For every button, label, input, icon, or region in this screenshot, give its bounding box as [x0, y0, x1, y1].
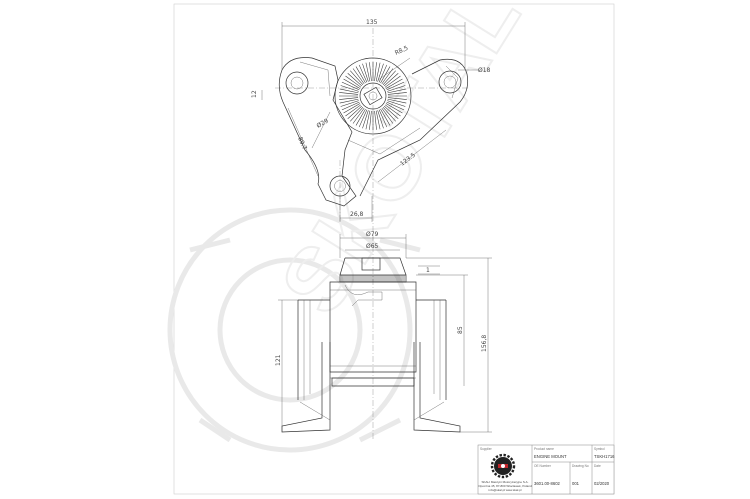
hub-rib	[378, 109, 388, 128]
company-line-1: SKALI Maszyni Motoryzacyjne S.A.	[481, 480, 528, 484]
right-mount-hole	[438, 70, 462, 94]
dim-small-step: 1	[426, 267, 430, 274]
hub-rib	[369, 62, 372, 82]
hub-rib	[340, 100, 359, 107]
hub-rib	[380, 108, 391, 126]
hub-rib	[374, 110, 377, 130]
company-logo-icon	[490, 453, 516, 479]
hub-outer	[334, 57, 412, 135]
date-value: 02/2020	[594, 481, 610, 486]
hub-rib	[340, 85, 359, 92]
symbol-label: Symbol	[594, 447, 605, 451]
hub-rib	[339, 88, 359, 94]
dim-right-hole: Ø18	[478, 67, 491, 74]
dim-cup-dia: Ø65	[366, 243, 379, 250]
dim-tab-width: 12	[251, 90, 258, 98]
hub-rib	[362, 63, 369, 82]
dim-top-dia: Ø79	[366, 231, 379, 238]
dim-height-total: 156,8	[481, 335, 488, 352]
hub-rib	[365, 110, 371, 130]
hub-rib	[352, 107, 365, 124]
hub-rib	[358, 64, 368, 83]
hub-ribs	[339, 62, 407, 130]
supplier-label: Supplier	[480, 447, 493, 451]
hub-rib	[381, 107, 394, 124]
hub-rib	[384, 75, 401, 88]
dim-height-left: 121	[275, 354, 282, 366]
hub-rib	[385, 103, 403, 114]
hub-rib	[350, 70, 364, 86]
bracket-outline	[278, 57, 357, 207]
hub-rib	[350, 106, 364, 122]
left-mount-hole	[285, 71, 309, 95]
hub-rib	[383, 105, 399, 119]
product-name-label: Product name	[534, 447, 554, 451]
hub-rib	[355, 108, 366, 126]
hub-rib	[362, 110, 369, 129]
hub-rib	[365, 62, 371, 82]
hub-rib	[345, 104, 362, 117]
hub-rib	[386, 101, 405, 111]
symbol-value: TSKH1716	[594, 454, 615, 459]
hub-rib	[347, 105, 363, 119]
hub-rib	[339, 97, 359, 100]
hub-rib	[375, 110, 381, 130]
hub-rib	[352, 68, 365, 85]
hub-rib	[377, 63, 384, 82]
drawing-frame	[173, 3, 615, 495]
hub-rib	[383, 73, 399, 87]
hub-rib	[345, 75, 362, 88]
company-line-2: Opoczna 45, 87-800 Wloclawek, Poland	[478, 484, 532, 488]
hub-rib	[386, 81, 405, 91]
dim-left-diag: 89.7	[296, 136, 308, 151]
hub-rib	[387, 100, 406, 107]
hub-rib	[339, 92, 359, 95]
dim-overall-width: 135	[366, 19, 378, 26]
hub-rib	[382, 70, 396, 86]
dim-hole-bottom: 26,8	[350, 211, 364, 218]
oe-number-value: 3601.00-8602	[534, 481, 561, 486]
hub-rib	[369, 110, 372, 130]
hub-rib	[374, 62, 377, 82]
side-view: Ø79 Ø65 1 85 156,8 121	[275, 231, 492, 440]
hub-rib	[382, 106, 396, 122]
hub-rib	[387, 85, 406, 92]
hub-rib	[387, 98, 407, 104]
hub-rib	[347, 73, 363, 87]
hub-rib	[343, 103, 361, 114]
hub-rib	[377, 110, 384, 129]
company-line-3: info@skal.pl www.skal.pl	[489, 488, 522, 492]
hub-rib	[341, 101, 360, 111]
drawing-no-value: 001	[572, 481, 580, 486]
hub-rib	[378, 64, 388, 83]
title-block: Supplier SKALI Maszyni Motoryzacyjne S.A…	[477, 444, 615, 495]
hub-rib	[341, 81, 360, 91]
hub-rib	[385, 78, 403, 89]
hub-rib	[339, 98, 359, 104]
hub-rib	[384, 104, 401, 117]
dim-height-body: 85	[457, 326, 464, 334]
hub-rib	[355, 66, 366, 84]
date-label: Date	[594, 464, 601, 468]
drawing-no-label: Drawing No	[572, 464, 589, 468]
product-name-value: ENGINE MOUNT	[534, 454, 567, 459]
hub-rib	[387, 92, 407, 95]
oe-number-label: OE Number	[534, 464, 552, 468]
hub-rib	[343, 78, 361, 89]
hub-rib	[387, 88, 407, 94]
flange-ribs	[341, 275, 405, 282]
top-view: 135 R8,5 Ø29 12 Ø18 89.7 123.5 26,8	[251, 19, 491, 240]
hub-rib	[358, 109, 368, 128]
hub-rib	[387, 97, 407, 100]
hub-rib	[375, 62, 381, 82]
